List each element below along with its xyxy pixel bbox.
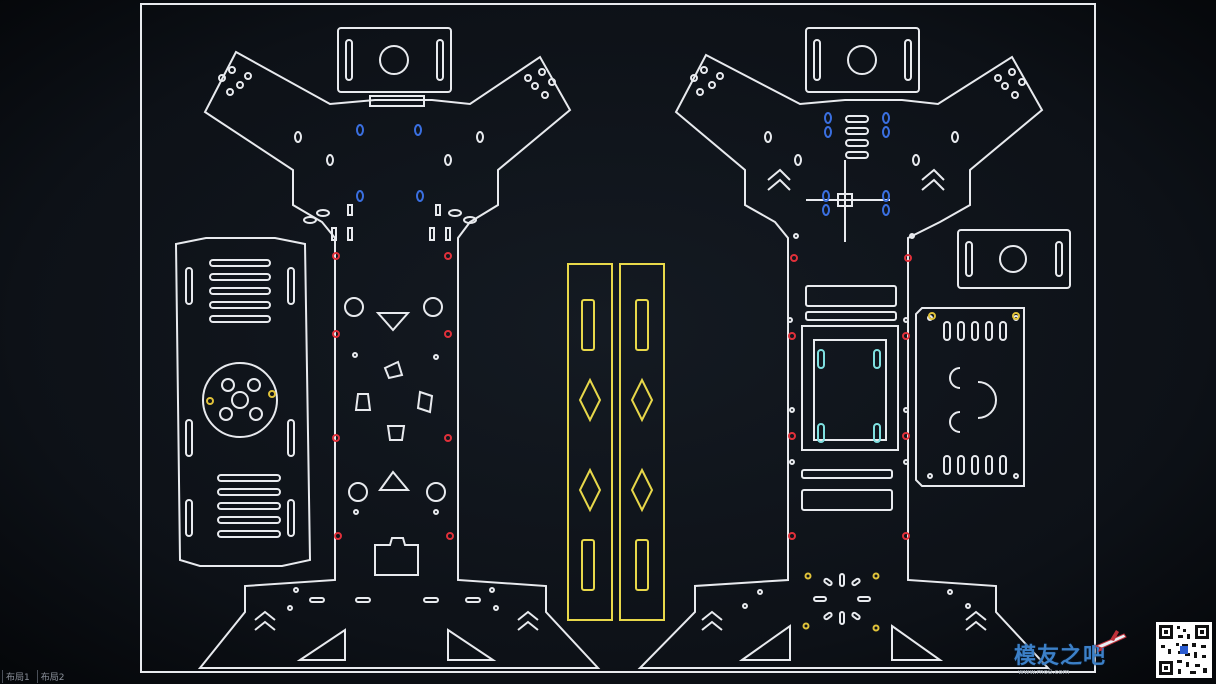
right-frame-plate [637,27,1051,669]
site-watermark: 模友之吧 www.mo8.com [1012,630,1130,676]
center-side-rails [567,263,665,621]
watermark-text: 模友之吧 [1014,644,1107,669]
left-battery-plate [174,237,312,567]
layout-tabs: 布局1 布局2 [2,670,67,683]
right-battery-yellow-hole [928,312,936,320]
watermark-url: www.mo8.com [1018,668,1070,676]
right-motor-mount [957,229,1071,289]
right-plate-cyan-slots [817,349,881,443]
right-plate-colored-holes [788,112,912,632]
layout-tab-1[interactable]: 布局1 [2,670,33,683]
left-frame-plate [197,27,601,669]
layout-tab-2[interactable]: 布局2 [36,670,68,683]
left-battery-yellow-hole-2 [268,390,276,398]
layout-paper-border [140,3,1096,673]
right-battery-plate [915,307,1025,487]
left-plate-colored-holes [332,124,454,540]
right-battery-yellow-hole-2 [1012,312,1020,320]
left-battery-yellow-hole [206,397,214,405]
qr-code-icon [1156,622,1212,678]
airplane-icon [1094,630,1127,652]
